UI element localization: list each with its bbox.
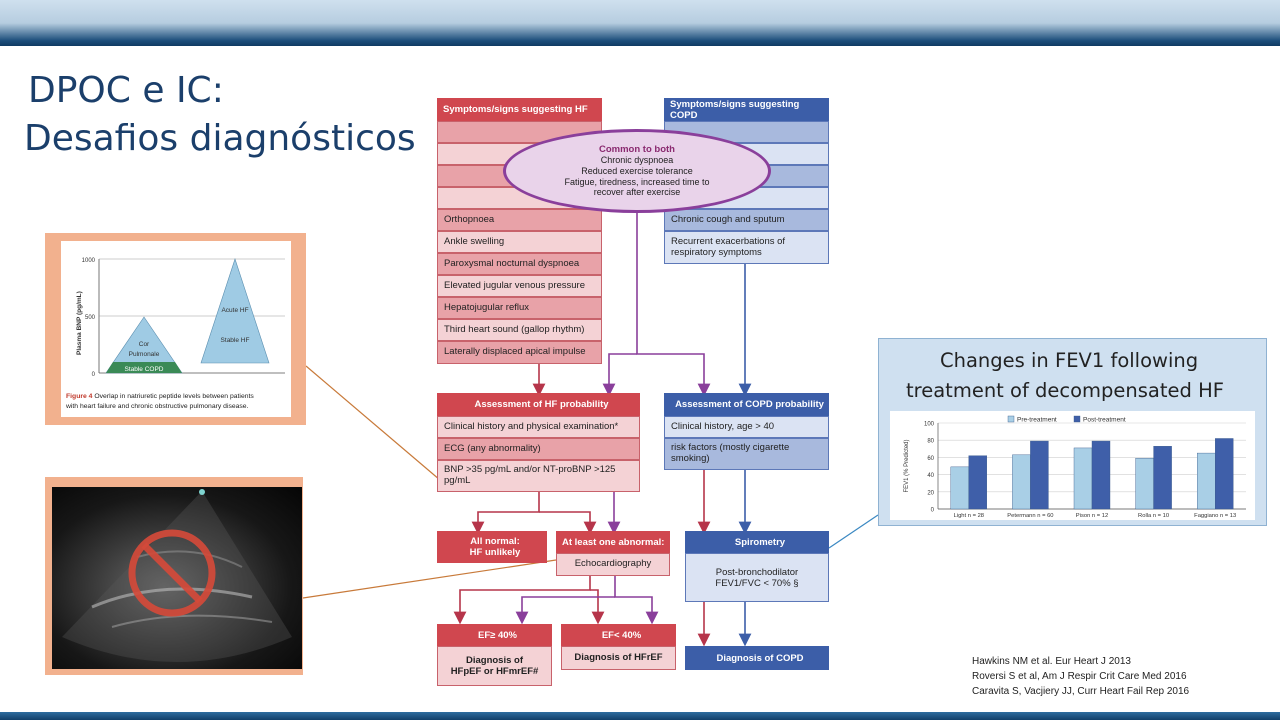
fev1-ytick: 80: [927, 439, 934, 445]
common-symptoms-ellipse: Common to both Chronic dyspnoea Reduced …: [503, 129, 771, 213]
fev1-bar: [1153, 446, 1172, 510]
fev1-title-line1: Changes in FEV1 following: [940, 349, 1199, 372]
bnp-ylabel: Plasma BNP (pg/mL): [76, 291, 83, 355]
fev1-category-label: Light n = 28: [954, 513, 984, 519]
slide-title-line1: DPOC e IC:: [28, 70, 224, 111]
copd-symptoms-header: Symptoms/signs suggesting COPD: [664, 98, 829, 121]
fev1-ytick: 60: [927, 456, 934, 462]
all-normal-box: All normal: HF unlikely: [437, 531, 547, 563]
stable-copd-band: [106, 362, 182, 373]
bnp-figure: 1000 500 0 Plasma BNP (pg/mL) Cor Pulmon…: [61, 241, 291, 417]
hf-sign-pnd: Paroxysmal nocturnal dyspnoea: [437, 253, 602, 275]
fev1-legend-label: Post-treatment: [1083, 417, 1126, 424]
hf-assess-history: Clinical history and physical examinatio…: [437, 416, 640, 438]
common-title: Common to both: [599, 143, 675, 155]
copd-assess-risk: risk factors (mostly cigarette smoking): [664, 438, 829, 470]
ultrasound-image: [52, 487, 302, 669]
fev1-ytick: 0: [931, 508, 935, 514]
reference-item: Roversi S et al, Am J Respir Crit Care M…: [972, 671, 1187, 682]
hf-sign-third-heart-sound: Third heart sound (gallop rhythm): [437, 319, 602, 341]
fev1-legend-swatch: [1073, 415, 1081, 423]
fev1-bar: [1197, 452, 1216, 510]
fev1-bar: [968, 455, 988, 510]
fev1-ytick: 20: [927, 490, 934, 496]
hf-sign-orthopnoea: Orthopnoea: [437, 209, 602, 231]
fev1-category-label: Faggiano n = 13: [1194, 513, 1236, 519]
fev1-title-line2: treatment of decompensated HF: [906, 379, 1224, 402]
ef-high-line1: Diagnosis of: [465, 655, 523, 666]
bottom-banner: [0, 712, 1280, 720]
fev1-legend-label: Pre-treatment: [1017, 417, 1057, 424]
hf-sign-jvp: Elevated jugular venous pressure: [437, 275, 602, 297]
copd-sign-cough: Chronic cough and sputum: [664, 209, 829, 231]
all-normal-line2: HF unlikely: [469, 547, 521, 558]
probe-marker-icon: [199, 489, 205, 495]
fev1-bar: [1012, 454, 1031, 510]
top-banner: [0, 0, 1280, 46]
spirometry-line2: FEV1/FVC < 70% §: [715, 577, 799, 589]
fev1-ytick: 100: [924, 422, 935, 428]
copd-assess-history: Clinical history, age > 40: [664, 416, 829, 438]
common-item: Reduced exercise tolerance: [581, 165, 693, 176]
reference-item: Hawkins NM et al. Eur Heart J 2013: [972, 656, 1131, 667]
common-item: Fatigue, tiredness, increased time to: [564, 176, 710, 187]
stable-copd-label: Stable COPD: [124, 366, 163, 373]
prohibition-icon: [128, 529, 216, 617]
copd-sign-exacerbations: Recurrent exacerbations of respiratory s…: [664, 231, 829, 264]
cor-label: Cor: [139, 341, 150, 348]
fev1-bar: [1135, 458, 1154, 510]
fev1-legend-swatch: [1007, 415, 1015, 423]
ef-low-diagnosis: Diagnosis of HFrEF: [561, 646, 676, 670]
hf-sign-hepatojugular: Hepatojugular reflux: [437, 297, 602, 319]
bnp-caption: Figure 4 Overlap in natriuretic peptide …: [66, 392, 288, 411]
fev1-bar: [1030, 440, 1049, 510]
ultrasound-svg: [62, 489, 292, 662]
slide-title-line2: Desafios diagnósticos: [24, 118, 416, 159]
common-item: recover after exercise: [593, 187, 681, 198]
reference-item: Caravita S, Vacjiery JJ, Curr Heart Fail…: [972, 686, 1190, 697]
common-item: Chronic dyspnoea: [600, 155, 674, 166]
acute-hf-triangle: [200, 258, 270, 364]
ef-low-header: EF< 40%: [561, 624, 676, 646]
hf-sign-apical-impulse: Laterally displaced apical impulse: [437, 341, 602, 364]
hf-symptoms-header: Symptoms/signs suggesting HF: [437, 98, 602, 121]
bnp-caption-label: Figure 4: [66, 393, 93, 400]
bnp-tick: 1000: [82, 258, 96, 264]
fev1-bar: [1073, 447, 1093, 510]
ef-high-line2: HFpEF or HFmrEF#: [450, 666, 539, 677]
spirometry-line1: Post-bronchodilator: [715, 566, 799, 578]
fev1-category-label: Pison n = 12: [1076, 513, 1108, 519]
all-normal-line1: All normal:: [470, 536, 520, 547]
fev1-bar: [950, 466, 969, 510]
echocardiography-box: Echocardiography: [556, 553, 670, 576]
pulmonale-label: Pulmonale: [129, 351, 160, 358]
hf-assess-bnp: BNP >35 pg/mL and/or NT-proBNP >125 pg/m…: [437, 460, 640, 492]
acute-hf-label: Acute HF: [221, 307, 248, 314]
spirometry-box: Post-bronchodilator FEV1/FVC < 70% §: [685, 553, 829, 602]
stable-hf-label: Stable HF: [221, 337, 250, 344]
bnp-tick: 500: [85, 315, 96, 321]
spirometry-header: Spirometry: [685, 531, 829, 553]
fev1-bar: [1215, 438, 1234, 510]
bnp-caption-line2: with heart failure and chronic obstructi…: [66, 402, 249, 410]
hf-sign-ankle-swelling: Ankle swelling: [437, 231, 602, 253]
abnormal-header: At least one abnormal:: [556, 531, 670, 553]
bnp-figure-svg: 1000 500 0 Plasma BNP (pg/mL) Cor Pulmon…: [76, 258, 285, 378]
ef-high-diagnosis: Diagnosis of HFpEF or HFmrEF#: [437, 646, 552, 686]
fev1-category-label: Rolla n = 10: [1138, 513, 1169, 519]
fev1-bar: [1091, 440, 1111, 510]
hf-assess-ecg: ECG (any abnormality): [437, 438, 640, 460]
copd-assessment-header: Assessment of COPD probability: [664, 393, 829, 416]
ef-high-header: EF≥ 40%: [437, 624, 552, 646]
bnp-tick: 0: [92, 372, 96, 378]
copd-diagnosis: Diagnosis of COPD: [685, 646, 829, 670]
fev1-ytick: 40: [927, 473, 934, 479]
bnp-caption-line1: Overlap in natriuretic peptide levels be…: [94, 393, 254, 400]
fev1-category-label: Petermann n = 60: [1007, 513, 1053, 519]
fev1-ylabel: FEV1 (% Predicted): [904, 439, 910, 492]
hf-assessment-header: Assessment of HF probability: [437, 393, 640, 416]
